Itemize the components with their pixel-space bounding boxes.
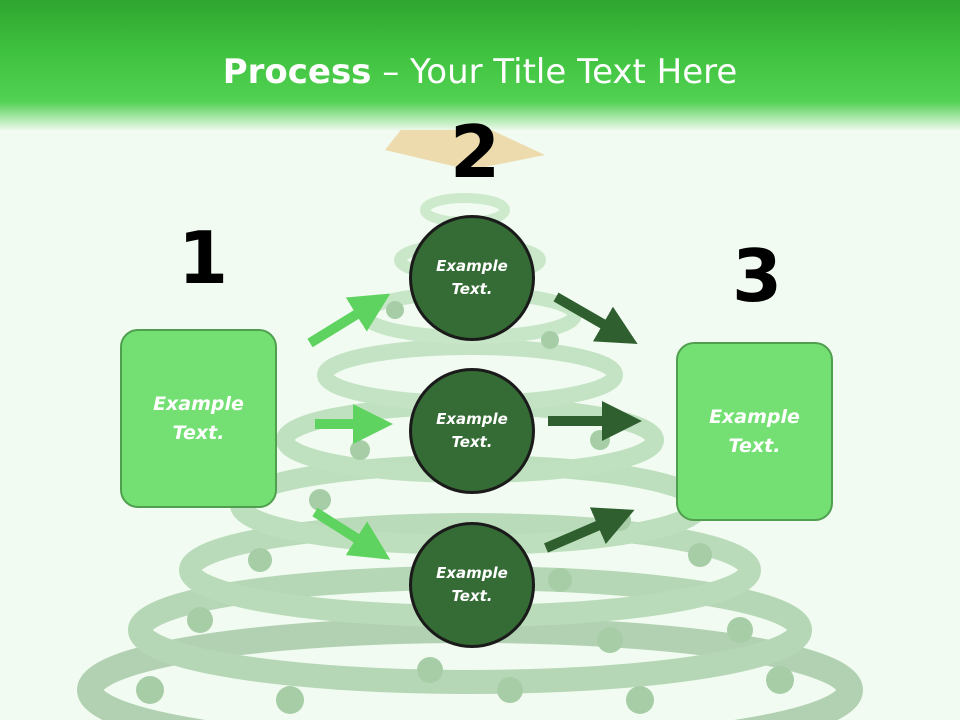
arrow-1-to-2a xyxy=(307,293,391,348)
title-bar xyxy=(0,0,960,130)
page-title: Process – Your Title Text Here xyxy=(0,52,960,92)
title-bold: Process xyxy=(222,52,372,92)
step-3-text: Example Text. xyxy=(709,405,800,457)
step-2-circle-top[interactable]: Example Text. xyxy=(409,215,535,341)
step-3-box[interactable]: Example Text. xyxy=(676,342,833,521)
arrow-1-to-2c xyxy=(312,507,391,560)
step-2-text-middle: Example Text. xyxy=(436,410,508,451)
step-number-3: 3 xyxy=(732,234,783,318)
step-2-text-bottom: Example Text. xyxy=(436,564,508,605)
step-1-text: Example Text. xyxy=(153,392,244,444)
step-2-circle-bottom[interactable]: Example Text. xyxy=(409,522,535,648)
step-number-2: 2 xyxy=(450,110,501,194)
step-2-circle-middle[interactable]: Example Text. xyxy=(409,368,535,494)
title-rest: – Your Title Text Here xyxy=(371,52,738,92)
step-1-box[interactable]: Example Text. xyxy=(120,329,277,508)
step-number-1: 1 xyxy=(178,216,229,300)
arrow-2a-to-3 xyxy=(553,292,638,344)
arrow-2c-to-3 xyxy=(544,507,635,553)
step-2-text-top: Example Text. xyxy=(436,257,508,298)
